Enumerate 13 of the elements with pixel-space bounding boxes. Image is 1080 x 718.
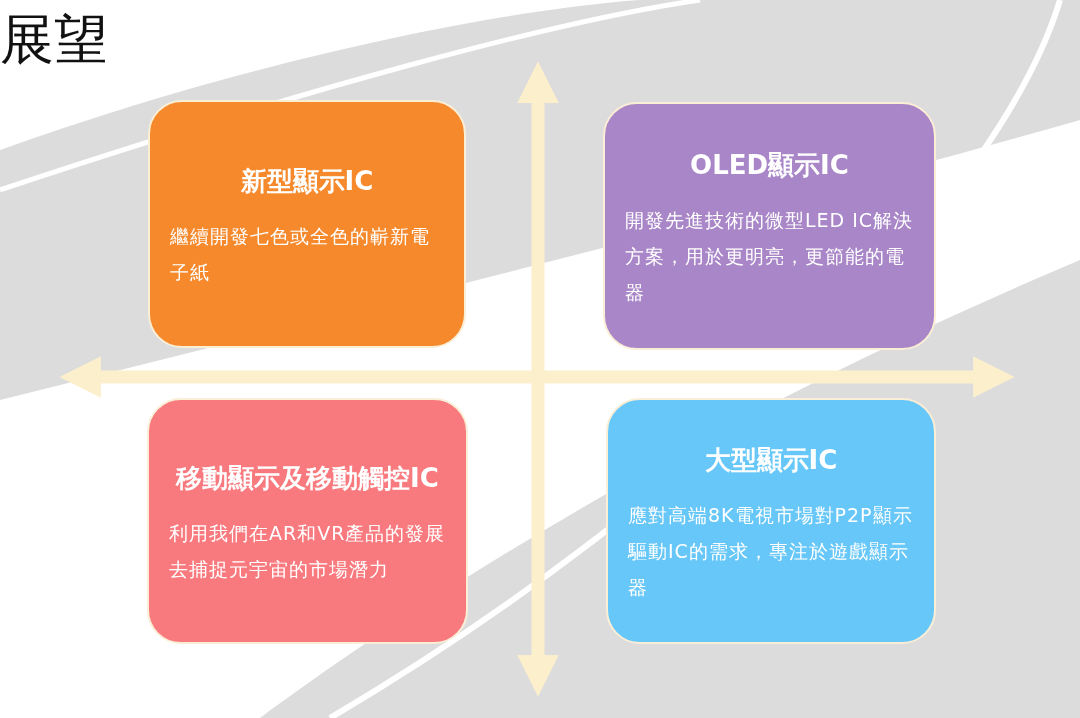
card-heading: 移動顯示及移動觸控IC	[174, 462, 440, 495]
card-description: 應對高端8K電視市場對P2P顯示驅動IC的需求，專注於遊戲顯示器	[628, 503, 914, 600]
card-description: 繼續開發七色或全色的嶄新電子紙	[170, 224, 431, 285]
card-heading: OLED顯示IC	[689, 149, 850, 182]
quadrant-card	[147, 398, 468, 644]
card-description: 利用我們在AR和VR產品的發展去捕捉元宇宙的市場潛力	[169, 521, 446, 582]
card-heading: 大型顯示IC	[703, 444, 839, 477]
card-heading: 新型顯示IC	[239, 165, 375, 198]
title: 展望	[0, 7, 108, 73]
quadrant-card	[148, 100, 466, 348]
card-description: 開發先進技術的微型LED IC解決方案，用於更明亮，更節能的電器	[625, 208, 914, 305]
quadrant-card	[603, 102, 936, 350]
quadrant-card	[606, 398, 936, 644]
